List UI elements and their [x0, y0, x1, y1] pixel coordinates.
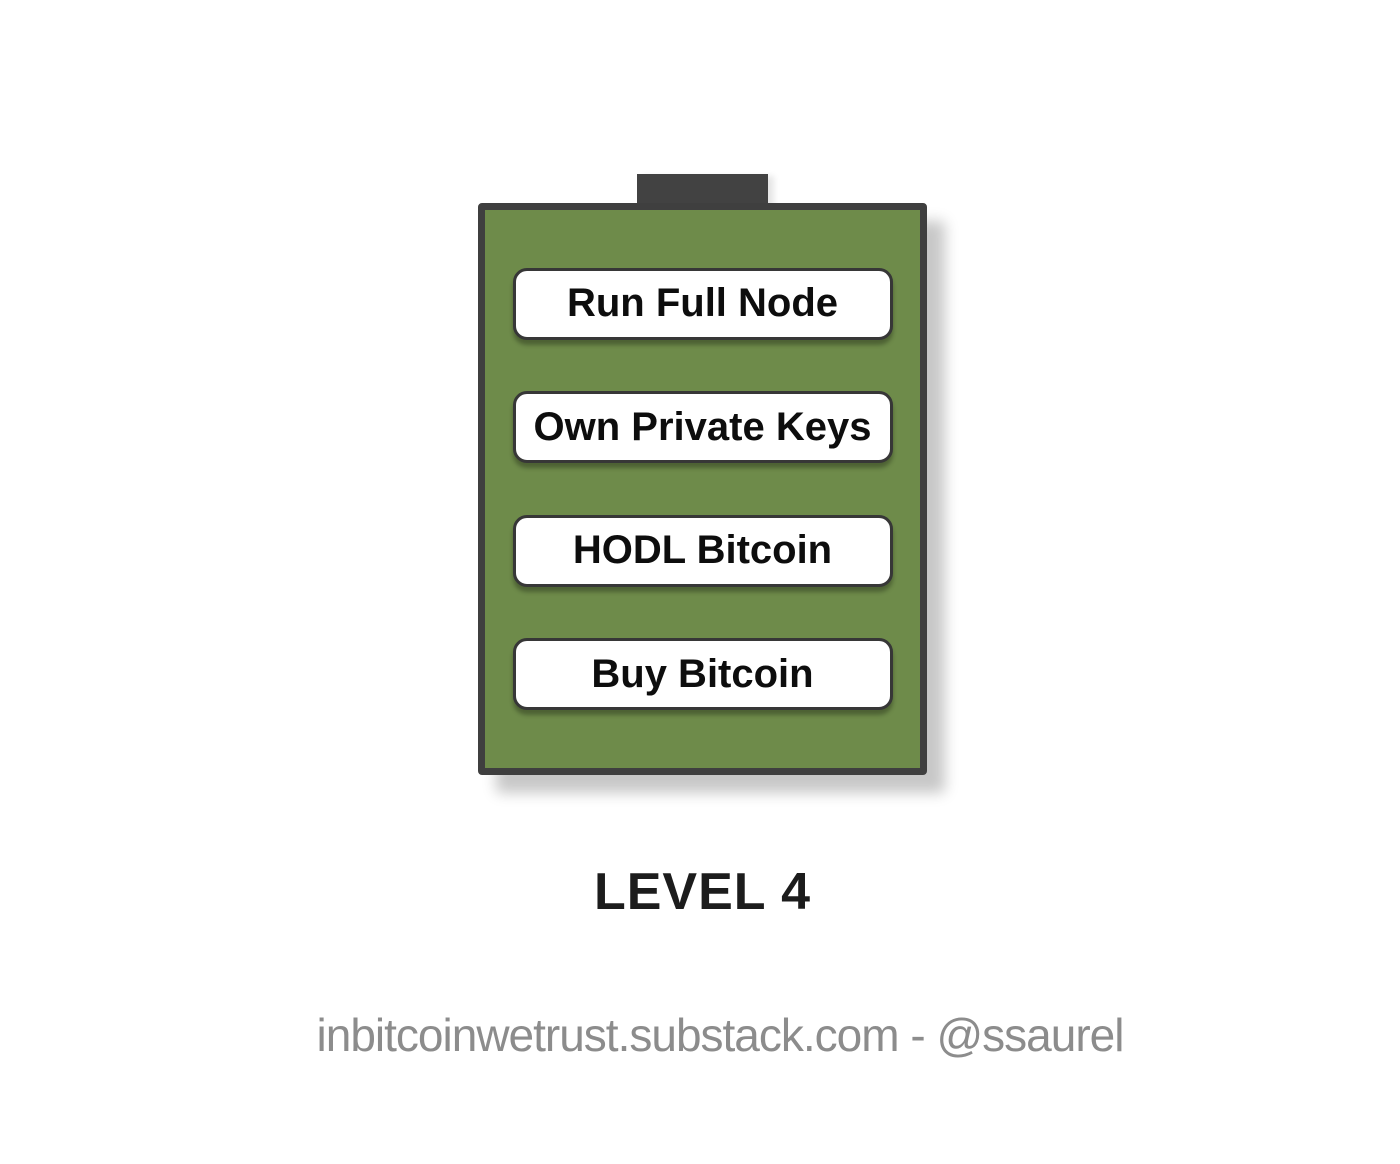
footer-credit: inbitcoinwetrust.substack.com - @ssaurel — [316, 1009, 1125, 1061]
level-caption: LEVEL 4 — [593, 863, 811, 921]
battery-level-item: Own Private Keys — [512, 391, 893, 464]
battery-level-item: Run Full Node — [512, 267, 893, 340]
battery-level-item: HODL Bitcoin — [512, 514, 893, 587]
battery-terminal-tab — [637, 174, 768, 208]
battery-level-item: Buy Bitcoin — [512, 638, 893, 711]
battery-body: Run Full Node Own Private Keys HODL Bitc… — [478, 203, 927, 775]
